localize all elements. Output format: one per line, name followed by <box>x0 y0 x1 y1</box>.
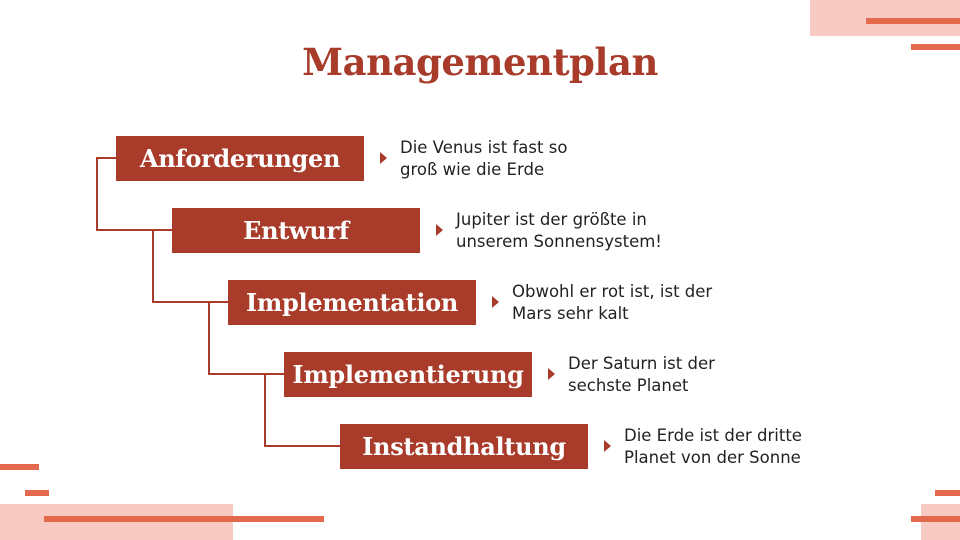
arrow-right-icon <box>380 152 387 164</box>
step-box-implementation: Implementation <box>228 280 476 325</box>
connector-4-vertical <box>264 373 266 446</box>
arrow-right-icon <box>436 224 443 236</box>
decor-line-right-1 <box>935 490 960 496</box>
step-description-anforderungen: Die Venus ist fast so groß wie die Erde <box>400 138 568 179</box>
arrow-right-icon <box>548 368 555 380</box>
arrow-right-icon <box>492 296 499 308</box>
connector-1-top <box>96 157 116 159</box>
connector-2-top <box>152 229 172 231</box>
decor-line-left-2 <box>25 490 49 496</box>
connector-3-vertical <box>208 301 210 374</box>
step-box-instandhaltung: Instandhaltung <box>340 424 588 469</box>
decor-line-left-1 <box>0 464 39 470</box>
step-description-instandhaltung: Die Erde ist der dritte Planet von der S… <box>624 426 802 467</box>
decor-pink-block-bottom-left <box>0 504 233 540</box>
decor-pink-block-bottom-right <box>921 504 960 540</box>
decor-line-top-right-2 <box>911 44 960 50</box>
connector-1-bottom <box>96 229 172 231</box>
step-box-anforderungen: Anforderungen <box>116 136 364 181</box>
step-description-implementierung: Der Saturn ist der sechste Planet <box>568 354 715 395</box>
decor-line-bottom-right <box>911 516 960 522</box>
connector-4-top <box>264 373 284 375</box>
page-title: Managementplan <box>302 40 658 84</box>
connector-3-top <box>208 301 228 303</box>
connector-4-bottom <box>264 445 340 447</box>
step-box-implementierung: Implementierung <box>284 352 532 397</box>
decor-line-bottom-left <box>44 516 324 522</box>
decor-line-top-right-1 <box>866 18 960 24</box>
connector-1-vertical <box>96 157 98 230</box>
arrow-right-icon <box>604 440 611 452</box>
connector-2-bottom <box>152 301 228 303</box>
step-box-entwurf: Entwurf <box>172 208 420 253</box>
step-description-implementation: Obwohl er rot ist, ist der Mars sehr kal… <box>512 282 713 323</box>
connector-3-bottom <box>208 373 284 375</box>
step-description-entwurf: Jupiter ist der größte in unserem Sonnen… <box>456 210 662 251</box>
connector-2-vertical <box>152 229 154 302</box>
